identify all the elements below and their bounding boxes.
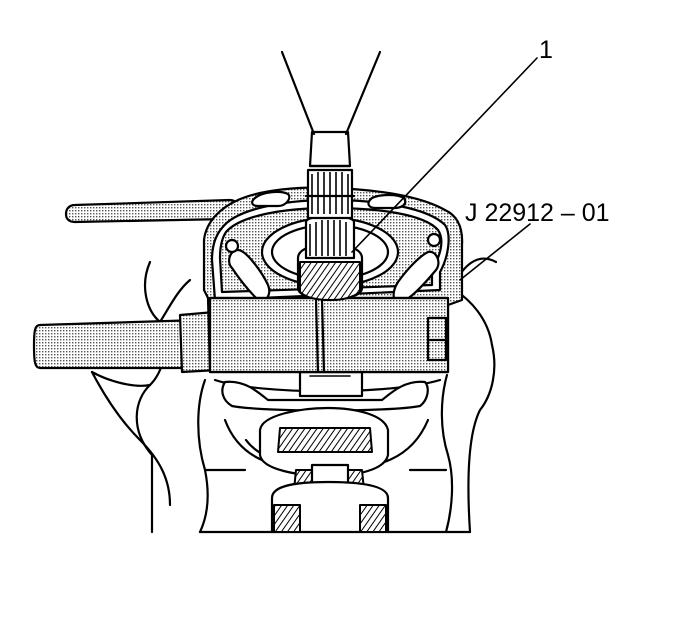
puller-tool-j22912-01: [202, 186, 464, 374]
upper-shaft-adapter: [280, 50, 382, 260]
leader-item-1: [351, 57, 538, 253]
leader-lines: [351, 57, 538, 281]
lower-gear-assembly: [150, 406, 472, 534]
leader-tool: [459, 223, 531, 281]
callout-tool-number: J 22912 – 01: [465, 199, 610, 227]
callout-item-1: 1: [539, 36, 553, 64]
output-shaft-lower: [298, 370, 364, 398]
